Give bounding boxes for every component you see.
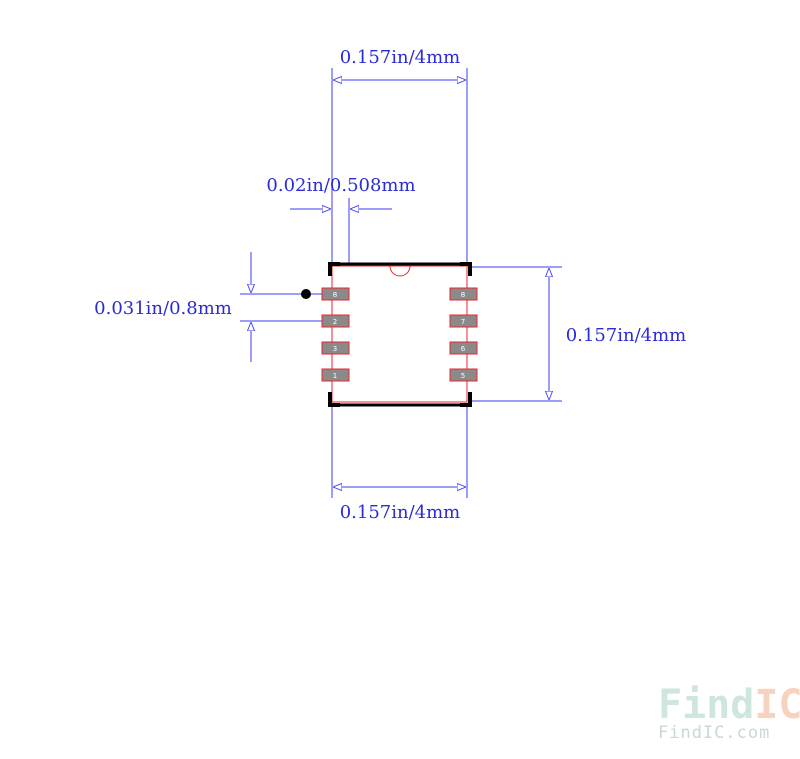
pin-label-right-2: 7 xyxy=(461,318,465,326)
height-label: 0.157in/4mm xyxy=(566,325,687,346)
pin-label-right-4: 5 xyxy=(461,372,465,380)
pin-label-right-1: 8 xyxy=(461,291,465,299)
outline-corner-br xyxy=(460,392,472,407)
pin-label-left-2: 2 xyxy=(333,318,337,326)
pad-right-2 xyxy=(449,314,478,328)
watermark-logo: FindIC xyxy=(658,682,800,728)
pad-left-3 xyxy=(321,341,350,355)
pad-right-4 xyxy=(449,368,478,382)
pad-right-3 xyxy=(449,341,478,355)
pitch-dimension: 0.031in/0.8mm xyxy=(94,252,322,362)
bottom-width-dimension: 0.157in/4mm xyxy=(331,405,468,523)
right-pads: 8 7 6 5 xyxy=(449,287,478,382)
outline-corner-tl xyxy=(328,262,340,276)
pin1-dot xyxy=(301,289,311,299)
pad-right-1 xyxy=(449,287,478,301)
pin-label-left-1: 8 xyxy=(333,291,337,299)
outline-corner-bl xyxy=(328,392,340,407)
left-pads: 8 2 3 1 xyxy=(321,287,350,382)
pitch-label: 0.031in/0.8mm xyxy=(94,298,232,319)
pad-left-4 xyxy=(321,368,350,382)
pin1-notch xyxy=(389,265,411,277)
outline-corner-tr xyxy=(460,262,472,276)
findic-watermark: FindIC FindIC.com xyxy=(658,682,800,743)
pin-label-left-3: 3 xyxy=(333,345,337,353)
watermark-logo-find: Find xyxy=(658,682,754,728)
bottom-width-label: 0.157in/4mm xyxy=(340,502,461,523)
pad-width-label: 0.02in/0.508mm xyxy=(266,175,415,196)
body-outline xyxy=(331,265,468,403)
height-dimension: 0.157in/4mm xyxy=(470,266,687,402)
pad-left-2 xyxy=(321,314,350,328)
top-width-label: 0.157in/4mm xyxy=(340,47,461,68)
pin-label-left-4: 1 xyxy=(333,372,337,380)
watermark-site: FindIC.com xyxy=(658,723,770,743)
pad-left-1 xyxy=(321,287,350,301)
pad-width-dimension: 0.02in/0.508mm xyxy=(266,175,416,265)
pin-label-right-3: 6 xyxy=(461,345,466,353)
watermark-logo-ic: IC xyxy=(754,682,800,728)
top-width-dimension: 0.157in/4mm xyxy=(331,47,468,265)
package-body xyxy=(328,262,472,407)
